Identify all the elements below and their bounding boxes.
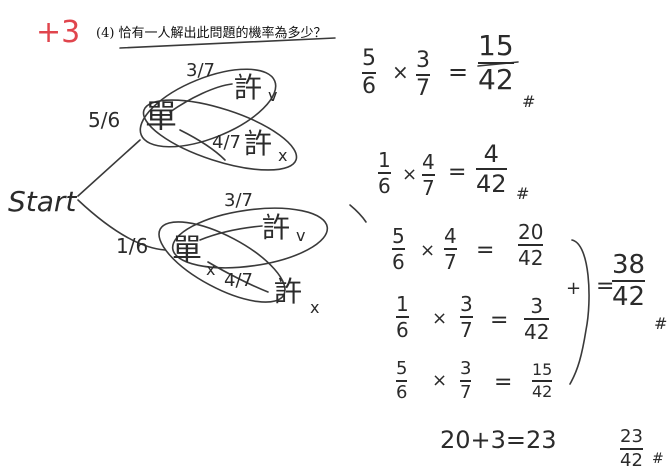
l1-op: × xyxy=(392,60,409,84)
top-upper-prob: 3/7 xyxy=(186,60,215,81)
l3-op: × xyxy=(420,240,436,261)
node-bottom: 單 xyxy=(172,233,202,268)
bottom-lower-mark: x xyxy=(310,298,320,317)
l4-op: × xyxy=(432,308,448,329)
sum-plus: + xyxy=(566,278,582,299)
score-mark: +3 xyxy=(36,15,81,50)
l2-op: × xyxy=(402,164,418,185)
question-underline xyxy=(119,37,336,49)
top-upper-mark: v xyxy=(268,86,278,105)
l1-eq: = xyxy=(448,58,469,86)
l5-op: × xyxy=(432,370,448,391)
bottom-upper-line xyxy=(199,225,263,241)
top-lower-mark: x xyxy=(278,146,288,165)
node-bottom-mark: x xyxy=(206,260,216,279)
sum-mark: # xyxy=(654,314,668,333)
node-top: 單 xyxy=(145,97,178,135)
l3-eq: = xyxy=(476,238,495,263)
top-lower-label: 許 xyxy=(244,127,273,160)
bottom-upper-label: 許 xyxy=(262,211,291,244)
bottom-upper-prob: 3/7 xyxy=(224,190,253,211)
bottom-upper-mark: v xyxy=(296,226,306,245)
question-text: (4) 恰有一人解出此問題的機率為多少？ xyxy=(96,26,327,41)
sum-brace xyxy=(569,239,590,385)
l5-eq: = xyxy=(494,370,513,395)
top-upper-label: 許 xyxy=(234,71,263,104)
bottom-outcome-loop-1 xyxy=(171,207,329,269)
final-addition: 20+3=23 xyxy=(440,426,557,454)
branch-top-line xyxy=(77,139,141,197)
tree-start-label: Start xyxy=(8,185,77,218)
branch-bottom-line xyxy=(77,199,166,251)
branch-top-prob: 5/6 xyxy=(88,108,121,132)
stray-stroke xyxy=(349,204,367,223)
bottom-lower-label: 許 xyxy=(274,275,303,308)
branch-bottom-prob: 1/6 xyxy=(116,234,149,258)
top-outcome-loop-1 xyxy=(139,68,277,148)
sum-eq: = xyxy=(596,274,615,299)
l2-eq: = xyxy=(448,160,467,185)
l1-mark: # xyxy=(522,92,536,111)
top-outcome-loop-2 xyxy=(142,99,298,171)
top-lower-prob: 4/7 xyxy=(212,132,241,153)
top-upper-line xyxy=(169,83,233,113)
l4-eq: = xyxy=(490,308,509,333)
bottom-lower-line xyxy=(207,261,269,293)
top-lower-line xyxy=(179,129,226,161)
l2-mark: # xyxy=(516,184,530,203)
bottom-outcome-loop-2 xyxy=(158,221,286,303)
final-mark: # xyxy=(652,451,664,467)
bottom-lower-prob: 4/7 xyxy=(224,270,253,291)
